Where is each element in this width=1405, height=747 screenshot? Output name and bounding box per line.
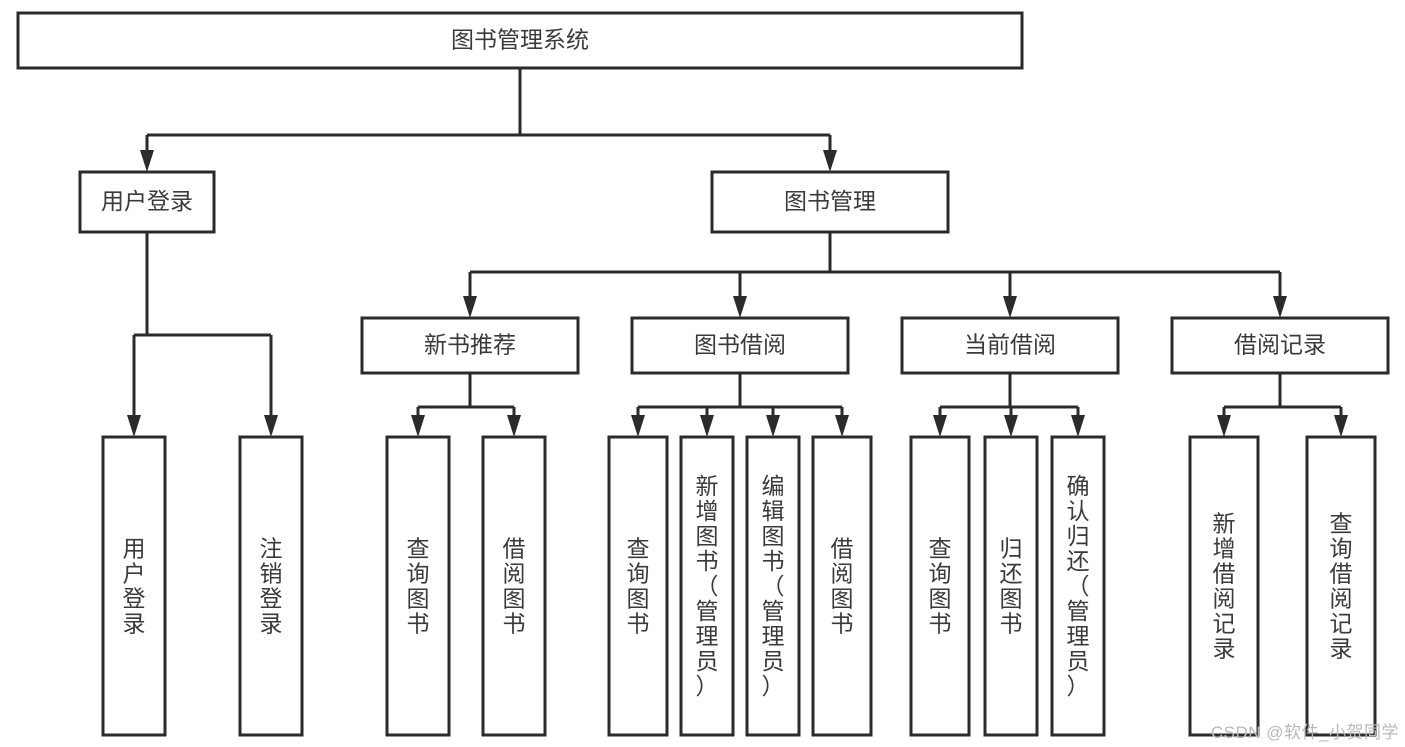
node-label: 归还图书 bbox=[1000, 536, 1023, 637]
node-box bbox=[101, 435, 167, 737]
node-leaf-query-book-rec[interactable]: 查询图书 bbox=[385, 435, 451, 737]
node-leaf-confirm-return-admin[interactable]: 确认归还（管理员） bbox=[1050, 435, 1106, 737]
node-label: 注销登录 bbox=[260, 536, 283, 637]
node-box bbox=[78, 170, 216, 234]
arrow-head-icon bbox=[1334, 415, 1348, 437]
node-box bbox=[909, 435, 971, 737]
node-user-login[interactable]: 用户登录 bbox=[78, 170, 216, 234]
node-label: 图书借阅 bbox=[694, 332, 786, 358]
node-box bbox=[360, 316, 580, 375]
arrow-head-icon bbox=[1273, 296, 1287, 318]
node-leaf-query-borrow-record[interactable]: 查询借阅记录 bbox=[1305, 435, 1377, 737]
node-label: 确认归还（管理员） bbox=[1067, 473, 1090, 699]
arrow-head-icon bbox=[835, 415, 849, 437]
node-box bbox=[238, 435, 304, 737]
node-leaf-query-book-borrow[interactable]: 查询图书 bbox=[607, 435, 669, 737]
arrow-head-icon bbox=[1003, 296, 1017, 318]
node-box bbox=[1170, 316, 1390, 375]
node-box bbox=[710, 170, 950, 234]
node-leaf-user-logout[interactable]: 注销登录 bbox=[238, 435, 304, 737]
node-label: 当前借阅 bbox=[964, 332, 1056, 358]
arrow-head-icon bbox=[1071, 415, 1085, 437]
node-box bbox=[16, 11, 1024, 70]
arrow-head-icon bbox=[823, 150, 837, 172]
node-label: 查询图书 bbox=[627, 536, 650, 637]
node-label: 查询图书 bbox=[407, 536, 430, 637]
node-label: 用户登录 bbox=[123, 536, 146, 637]
node-label: 查询借阅记录 bbox=[1330, 511, 1353, 662]
node-layer: 图书管理系统用户登录图书管理新书推荐图书借阅当前借阅借阅记录用户登录注销登录查询… bbox=[16, 11, 1390, 737]
arrow-head-icon bbox=[264, 415, 278, 437]
node-leaf-user-login[interactable]: 用户登录 bbox=[101, 435, 167, 737]
node-label: 新增借阅记录 bbox=[1213, 511, 1236, 662]
node-label: 编辑图书（管理员） bbox=[762, 473, 785, 699]
node-box bbox=[607, 435, 669, 737]
arrow-head-icon bbox=[127, 415, 141, 437]
node-label: 用户登录 bbox=[101, 188, 193, 214]
node-box bbox=[811, 435, 873, 737]
node-book-manage[interactable]: 图书管理 bbox=[710, 170, 950, 234]
node-box bbox=[1188, 435, 1260, 737]
arrow-head-icon bbox=[507, 415, 521, 437]
node-box bbox=[481, 435, 547, 737]
arrow-head-icon bbox=[631, 415, 645, 437]
node-label: 图书管理系统 bbox=[451, 27, 589, 53]
node-leaf-edit-book-admin[interactable]: 编辑图书（管理员） bbox=[745, 435, 801, 737]
edge-layer bbox=[127, 68, 1348, 437]
node-box bbox=[745, 435, 801, 737]
node-borrow-record[interactable]: 借阅记录 bbox=[1170, 316, 1390, 375]
node-box bbox=[630, 316, 850, 375]
node-label: 新书推荐 bbox=[424, 332, 516, 358]
arrow-head-icon bbox=[766, 415, 780, 437]
node-box bbox=[1305, 435, 1377, 737]
arrow-head-icon bbox=[1004, 415, 1018, 437]
node-box bbox=[679, 435, 735, 737]
arrow-head-icon bbox=[933, 415, 947, 437]
arrow-head-icon bbox=[140, 150, 154, 172]
arrow-head-icon bbox=[700, 415, 714, 437]
node-new-book-recommend[interactable]: 新书推荐 bbox=[360, 316, 580, 375]
node-book-borrow[interactable]: 图书借阅 bbox=[630, 316, 850, 375]
node-leaf-borrow-book-rec[interactable]: 借阅图书 bbox=[481, 435, 547, 737]
node-leaf-query-book-cur[interactable]: 查询图书 bbox=[909, 435, 971, 737]
node-root[interactable]: 图书管理系统 bbox=[16, 11, 1024, 70]
node-label: 借阅图书 bbox=[503, 536, 526, 637]
node-leaf-add-borrow-record[interactable]: 新增借阅记录 bbox=[1188, 435, 1260, 737]
node-leaf-add-book-admin[interactable]: 新增图书（管理员） bbox=[679, 435, 735, 737]
node-box bbox=[900, 316, 1120, 375]
arrow-head-icon bbox=[411, 415, 425, 437]
node-box bbox=[1050, 435, 1106, 737]
node-leaf-return-book[interactable]: 归还图书 bbox=[983, 435, 1039, 737]
arrow-head-icon bbox=[733, 296, 747, 318]
node-label: 图书管理 bbox=[784, 188, 876, 214]
node-label: 借阅图书 bbox=[831, 536, 854, 637]
node-box bbox=[983, 435, 1039, 737]
arrow-head-icon bbox=[1217, 415, 1231, 437]
node-current-borrow[interactable]: 当前借阅 bbox=[900, 316, 1120, 375]
node-label: 新增图书（管理员） bbox=[696, 473, 719, 699]
node-label: 查询图书 bbox=[929, 536, 952, 637]
node-leaf-borrow-book[interactable]: 借阅图书 bbox=[811, 435, 873, 737]
node-label: 借阅记录 bbox=[1234, 332, 1326, 358]
watermark-label: CSDN @软件_小贺同学 bbox=[1210, 723, 1399, 742]
arrow-head-icon bbox=[463, 296, 477, 318]
node-box bbox=[385, 435, 451, 737]
